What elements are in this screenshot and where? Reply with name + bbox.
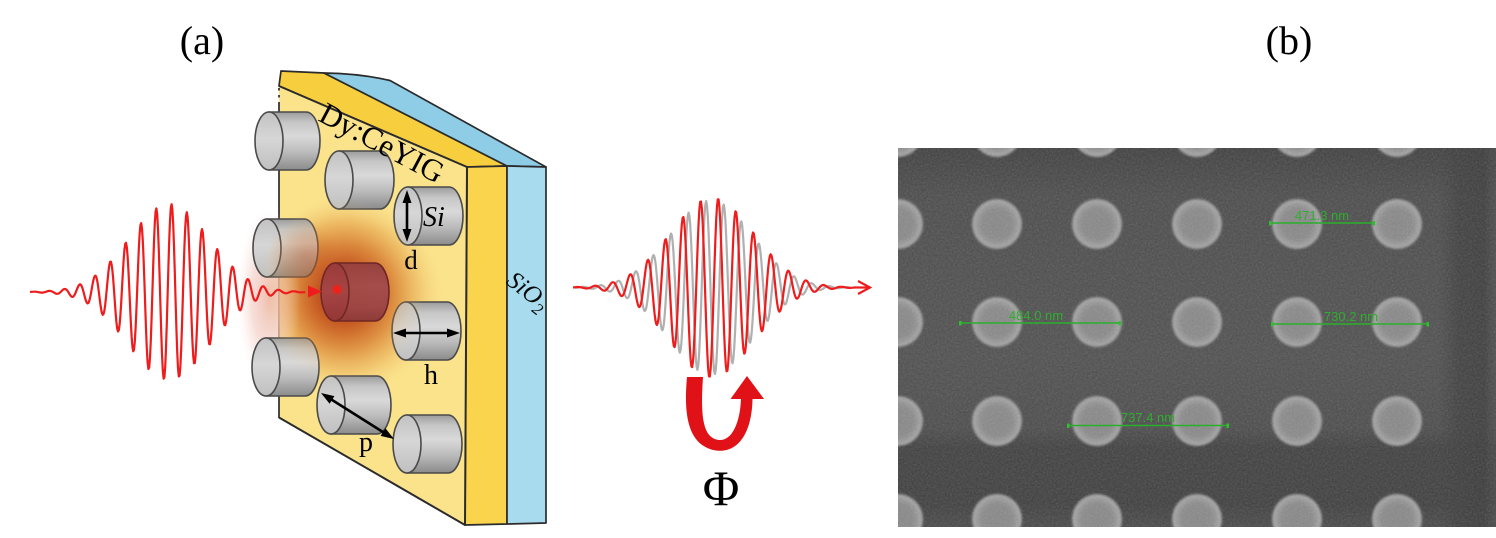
svg-text:(b): (b) xyxy=(1266,18,1313,63)
svg-text:Si: Si xyxy=(423,202,445,233)
svg-text:730.2 nm: 730.2 nm xyxy=(1324,309,1378,324)
svg-text:471.3 nm: 471.3 nm xyxy=(1295,208,1349,223)
svg-text:Φ: Φ xyxy=(703,460,740,516)
svg-text:484.0 nm: 484.0 nm xyxy=(1009,308,1063,323)
svg-text:737.4 nm: 737.4 nm xyxy=(1121,410,1175,425)
svg-text:p: p xyxy=(359,427,373,458)
svg-text:d: d xyxy=(404,245,418,275)
svg-text:h: h xyxy=(424,360,438,391)
svg-text:(a): (a) xyxy=(180,18,224,63)
